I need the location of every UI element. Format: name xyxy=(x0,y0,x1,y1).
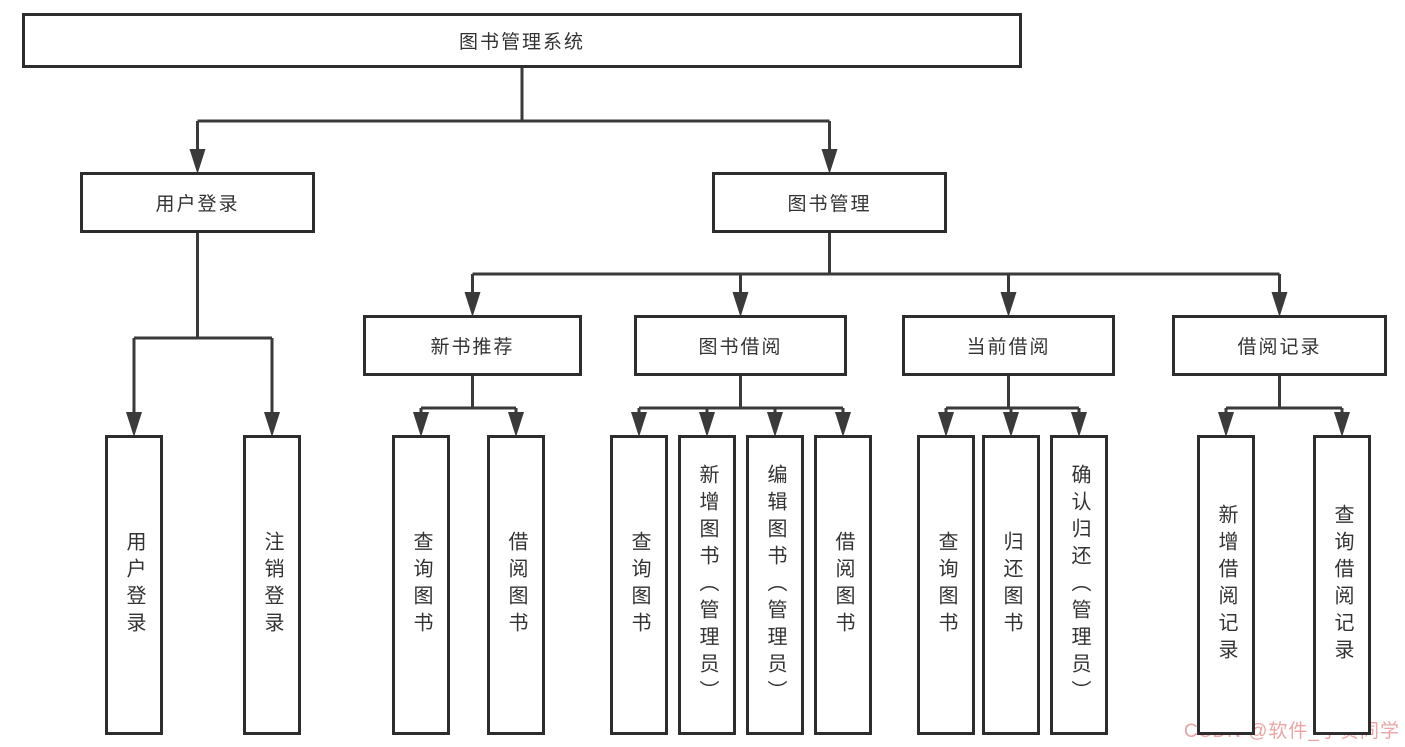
node-borrow: 图书借阅 xyxy=(634,315,847,376)
node-rec: 新书推荐 xyxy=(363,315,582,376)
node-borrow_edit: 编辑图书（管理员） xyxy=(746,435,804,735)
node-label: 用户登录 xyxy=(155,194,240,215)
node-current_query: 查询图书 xyxy=(917,435,975,735)
node-label: 查询图书 xyxy=(628,531,650,639)
node-label: 归还图书 xyxy=(1000,531,1022,639)
node-current_confirm: 确认归还（管理员） xyxy=(1050,435,1108,735)
node-label: 图书管理系统 xyxy=(458,32,585,53)
node-records: 借阅记录 xyxy=(1172,315,1387,376)
node-label: 确认归还（管理员） xyxy=(1068,463,1090,707)
node-borrow_add: 新增图书（管理员） xyxy=(678,435,736,735)
node-label: 新增图书（管理员） xyxy=(696,463,718,707)
node-mgmt: 图书管理 xyxy=(712,172,947,233)
node-label: 编辑图书（管理员） xyxy=(764,463,786,707)
node-label: 注销登录 xyxy=(261,531,283,639)
node-current_return: 归还图书 xyxy=(982,435,1040,735)
node-label: 查询图书 xyxy=(410,531,432,639)
node-current: 当前借阅 xyxy=(902,315,1115,376)
node-rec_query: 查询图书 xyxy=(392,435,450,735)
node-label: 新增借阅记录 xyxy=(1215,504,1237,666)
node-borrow_query: 查询图书 xyxy=(610,435,668,735)
node-label: 借阅记录 xyxy=(1237,337,1322,358)
node-label: 借阅图书 xyxy=(832,531,854,639)
node-login: 用户登录 xyxy=(80,172,315,233)
node-root: 图书管理系统 xyxy=(22,13,1022,68)
node-label: 查询图书 xyxy=(935,531,957,639)
node-label: 图书管理 xyxy=(787,194,872,215)
node-label: 当前借阅 xyxy=(966,337,1051,358)
node-label: 查询借阅记录 xyxy=(1331,504,1353,666)
node-borrow_borrow: 借阅图书 xyxy=(814,435,872,735)
node-label: 借阅图书 xyxy=(505,531,527,639)
node-login_user: 用户登录 xyxy=(105,435,163,735)
node-rec_borrow: 借阅图书 xyxy=(487,435,545,735)
node-label: 用户登录 xyxy=(123,531,145,639)
node-login_logout: 注销登录 xyxy=(243,435,301,735)
node-label: 新书推荐 xyxy=(430,337,515,358)
node-records_add: 新增借阅记录 xyxy=(1197,435,1255,735)
node-records_query: 查询借阅记录 xyxy=(1313,435,1371,735)
node-label: 图书借阅 xyxy=(698,337,783,358)
